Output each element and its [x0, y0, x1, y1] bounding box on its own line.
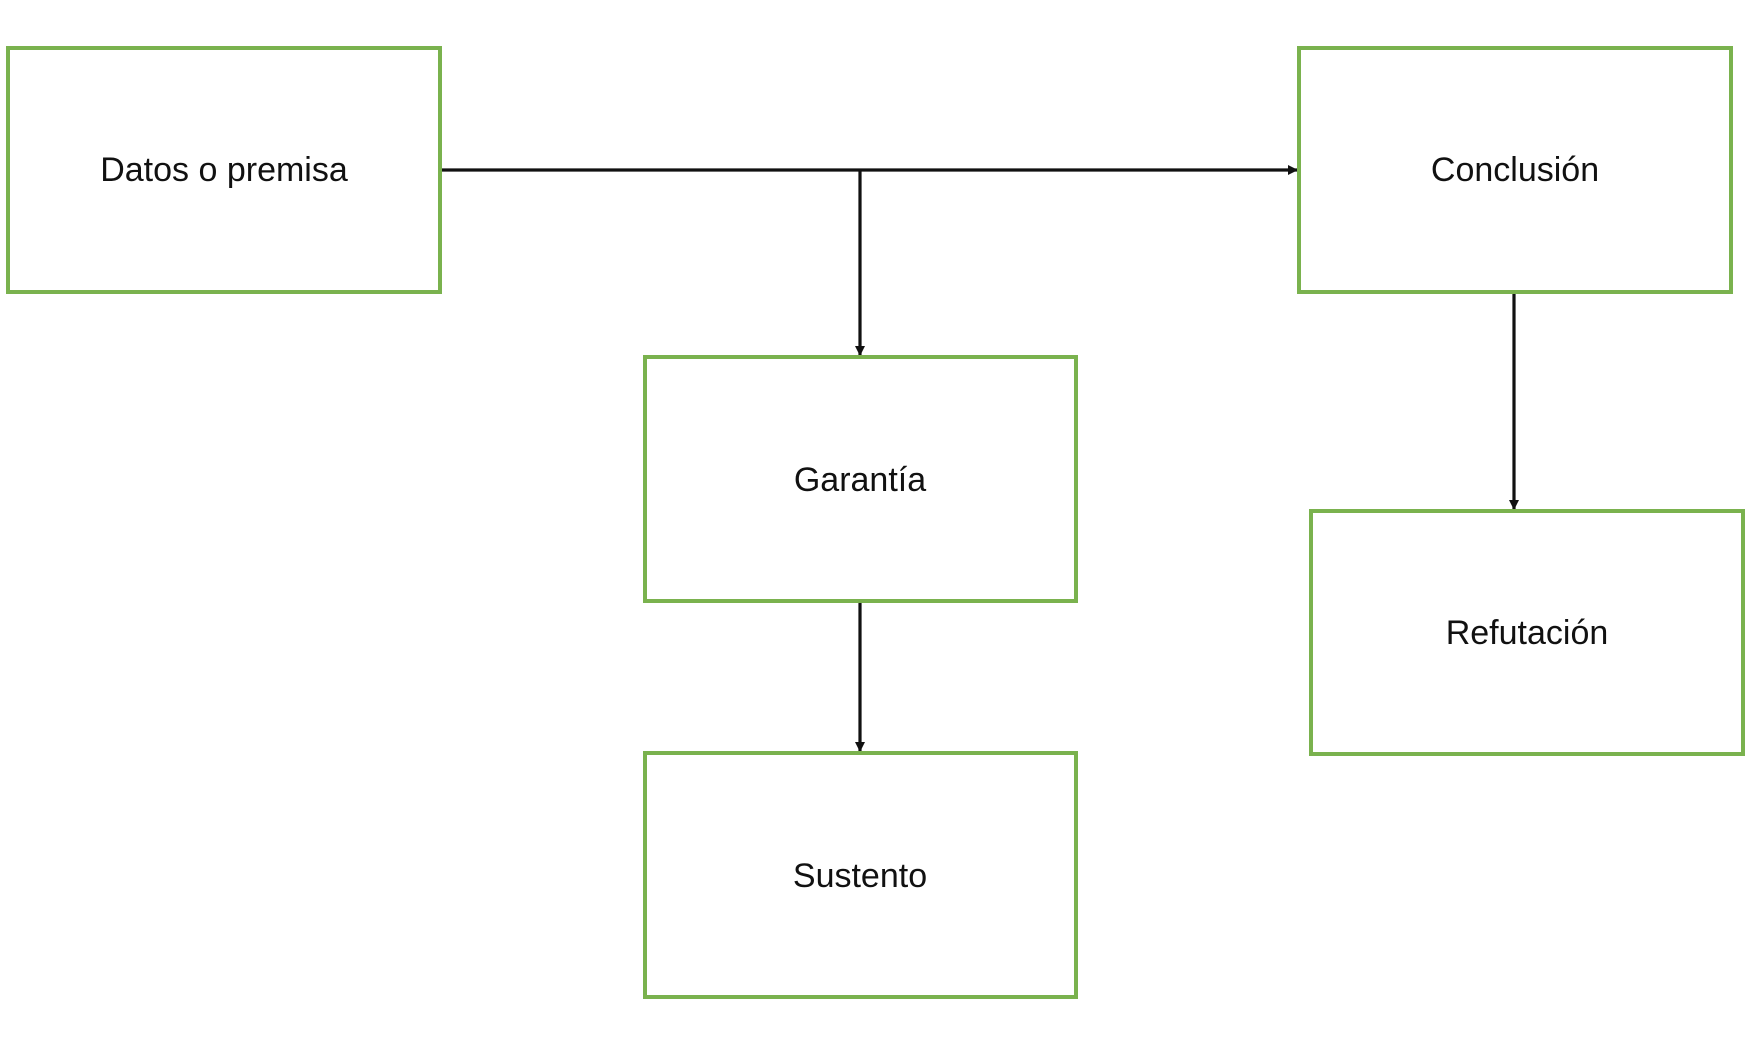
node-conclusion-box [1297, 46, 1733, 294]
node-sustento-label: Sustento [793, 857, 927, 895]
node-conclusion: Conclusión [1297, 46, 1733, 294]
node-datos-label: Datos o premisa [100, 151, 348, 189]
node-datos-box [6, 46, 442, 294]
node-refutacion: Refutación [1309, 509, 1745, 756]
node-sustento-box [643, 751, 1078, 999]
node-garantia-box [643, 355, 1078, 603]
node-sustento: Sustento [643, 751, 1078, 999]
node-conclusion-label: Conclusión [1431, 151, 1599, 189]
node-refutacion-box [1309, 509, 1745, 756]
node-datos: Datos o premisa [6, 46, 442, 294]
node-garantia: Garantía [643, 355, 1078, 603]
node-garantia-label: Garantía [794, 461, 926, 499]
node-refutacion-label: Refutación [1446, 614, 1609, 652]
